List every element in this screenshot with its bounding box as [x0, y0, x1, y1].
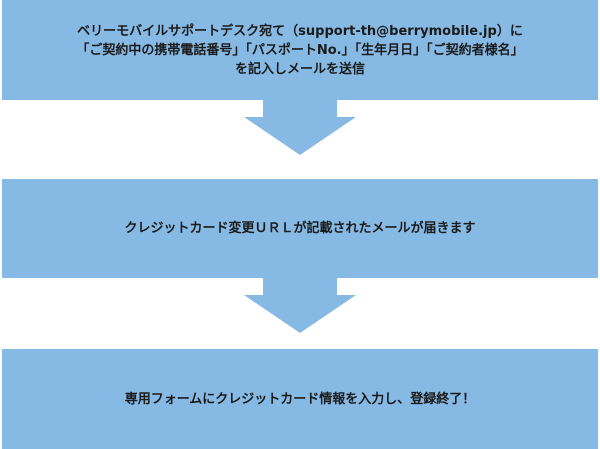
- step-box-2: クレジットカード変更ＵＲＬが記載されたメールが届きます: [2, 179, 598, 278]
- down-arrow-2-shape: [244, 278, 356, 333]
- down-arrow-1-shape: [244, 100, 356, 155]
- step-3-text: 専用フォームにクレジットカード情報を入力し、登録終了！: [125, 390, 476, 409]
- step-1-text: ベリーモバイルサポートデスク宛て（support-th@berrymobile.…: [76, 22, 523, 79]
- step-1-line-1: ベリーモバイルサポートデスク宛て（support-th@berrymobile.…: [77, 23, 523, 39]
- down-arrow-2: [244, 278, 356, 333]
- step-1-line-3: を記入しメールを送信: [234, 61, 365, 77]
- step-box-3: 専用フォームにクレジットカード情報を入力し、登録終了！: [2, 349, 598, 449]
- step-1-line-2: 「ご契約中の携帯電話番号」「パスポートNo.」「生年月日」「ご契約者様名」: [76, 42, 524, 58]
- step-3-line-1: 専用フォームにクレジットカード情報を入力し、登録終了！: [124, 391, 476, 407]
- down-arrow-1: [244, 100, 356, 155]
- step-2-text: クレジットカード変更ＵＲＬが記載されたメールが届きます: [124, 219, 475, 238]
- step-box-1: ベリーモバイルサポートデスク宛て（support-th@berrymobile.…: [2, 0, 598, 100]
- step-2-line-1: クレジットカード変更ＵＲＬが記載されたメールが届きます: [124, 221, 476, 236]
